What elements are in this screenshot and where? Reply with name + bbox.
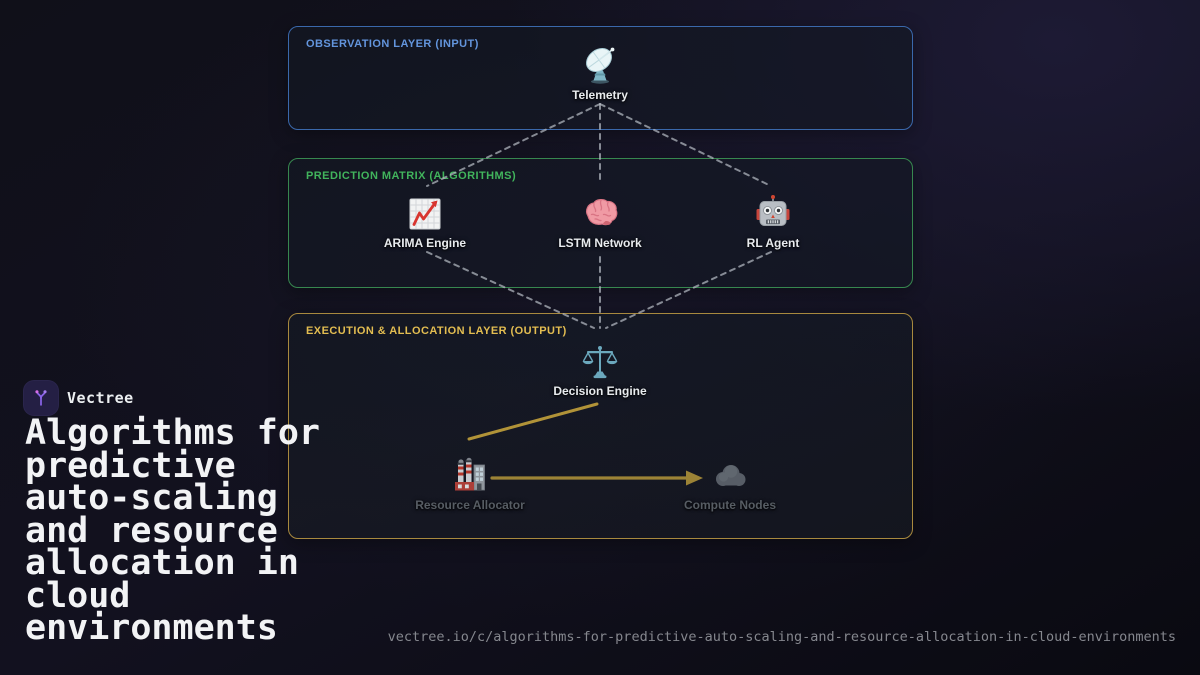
node-arima-engine: ARIMA Engine	[350, 194, 500, 250]
node-compute-nodes-label: Compute Nodes	[683, 498, 776, 512]
node-arima-engine-label: ARIMA Engine	[383, 236, 467, 250]
factory-icon	[455, 457, 485, 491]
satellite-dish-icon	[586, 47, 615, 84]
node-lstm-network-label: LSTM Network	[558, 236, 642, 250]
cloud-icon	[716, 465, 746, 486]
node-telemetry: Telemetry	[525, 46, 675, 102]
node-decision-engine: Decision Engine	[525, 342, 675, 398]
chart-increasing-icon	[409, 198, 441, 230]
node-decision-engine-label: Decision Engine	[553, 384, 647, 398]
brand-logo	[24, 381, 58, 415]
prediction-layer-title: PREDICTION MATRIX (ALGORITHMS)	[306, 170, 517, 182]
robot-icon	[756, 195, 790, 226]
brand-name: Vectree	[67, 389, 134, 407]
execution-layer-title: EXECUTION & ALLOCATION LAYER (OUTPUT)	[306, 325, 567, 337]
page-title: Algorithms for predictive auto-scaling a…	[25, 413, 321, 648]
observation-layer-title: OBSERVATION LAYER (INPUT)	[306, 38, 479, 50]
brain-icon	[586, 199, 618, 226]
node-telemetry-label: Telemetry	[572, 88, 628, 102]
brand: Vectree	[24, 381, 134, 415]
vector-branch-icon	[35, 390, 47, 406]
node-resource-allocator-label: Resource Allocator	[415, 498, 525, 512]
node-rl-agent: RL Agent	[698, 194, 848, 250]
node-lstm-network: LSTM Network	[525, 194, 675, 250]
footer-url: vectree.io/c/algorithms-for-predictive-a…	[387, 629, 1176, 645]
balance-scale-icon	[582, 346, 618, 379]
node-resource-allocator: Resource Allocator	[395, 456, 545, 512]
node-rl-agent-label: RL Agent	[746, 236, 800, 250]
node-compute-nodes: Compute Nodes	[655, 456, 805, 512]
